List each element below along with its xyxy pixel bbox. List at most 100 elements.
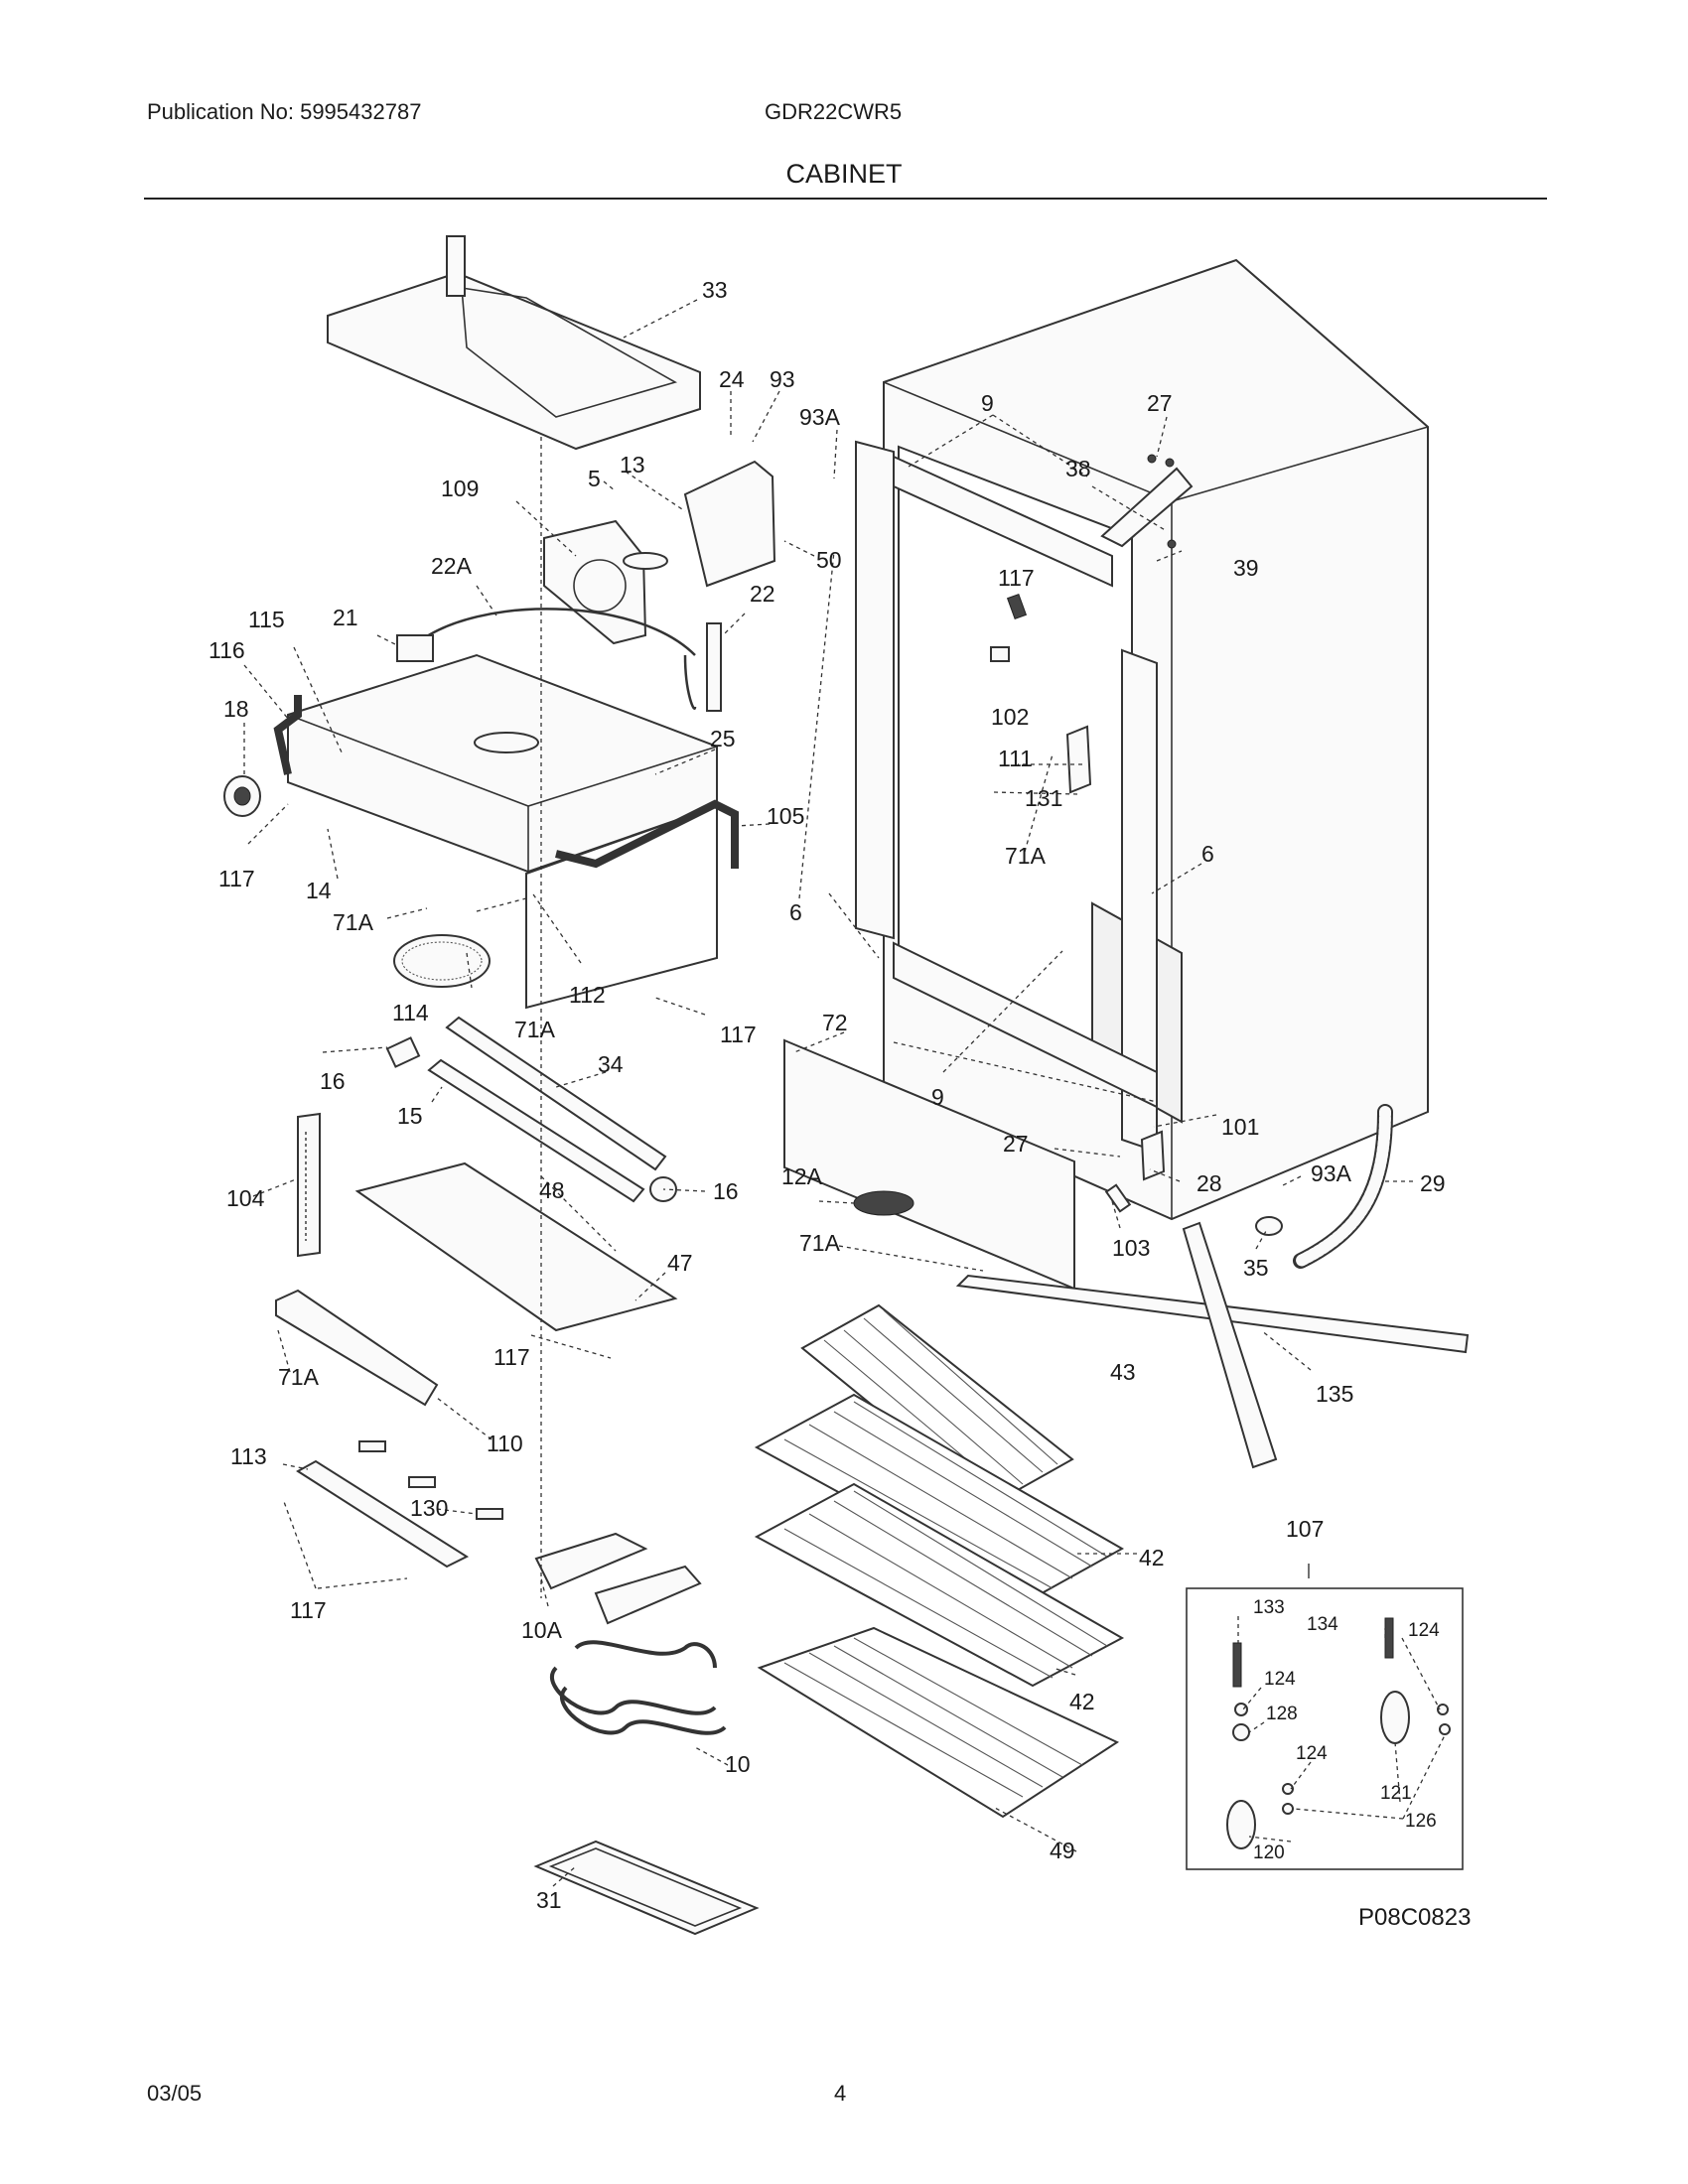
callout-131: 131 <box>1025 785 1062 811</box>
callout-16: 16 <box>320 1068 346 1094</box>
callout-71a: 71A <box>333 909 374 935</box>
drain-tube <box>223 695 739 869</box>
callout-104: 104 <box>226 1185 265 1211</box>
callout-135: 135 <box>1316 1381 1353 1407</box>
callout-101: 101 <box>1221 1114 1259 1140</box>
callout-34: 34 <box>598 1051 624 1077</box>
callout-124: 124 <box>1264 1669 1296 1690</box>
callout-27: 27 <box>1147 390 1173 416</box>
thermostat-control <box>297 1112 321 1258</box>
callout-71a: 71A <box>799 1230 841 1256</box>
callout-102: 102 <box>991 704 1029 730</box>
callout-117: 117 <box>218 866 255 891</box>
kick-plate <box>783 1038 1075 1291</box>
callout-113: 113 <box>230 1443 267 1469</box>
evaporator-cover <box>354 1161 678 1332</box>
callout-labels: 33 24 93 93A 9 27 109 5 13 50 38 39 22A … <box>209 277 1446 1913</box>
door-gasket <box>855 440 1158 1154</box>
callout-22: 22 <box>750 581 775 607</box>
callout-42: 42 <box>1069 1689 1095 1714</box>
defrost-heater-tubes <box>385 1016 677 1203</box>
grille <box>393 934 491 988</box>
publication-number: Publication No: 5995432787 <box>147 99 422 124</box>
leader-lines <box>243 299 1446 1887</box>
callout-21: 21 <box>333 605 358 630</box>
fan-bracket <box>543 460 776 645</box>
callout-124: 124 <box>1296 1743 1328 1764</box>
callout-117: 117 <box>493 1344 530 1370</box>
evaporator-housing <box>287 653 718 1010</box>
callout-117: 117 <box>720 1022 757 1047</box>
callout-24: 24 <box>719 366 745 392</box>
top-hinge <box>1100 454 1194 549</box>
callout-42: 42 <box>1139 1545 1165 1570</box>
callout-28: 28 <box>1196 1170 1222 1196</box>
callout-12a: 12A <box>781 1163 823 1189</box>
callout-5: 5 <box>588 466 601 491</box>
callout-93a: 93A <box>1311 1160 1352 1186</box>
shelf-support <box>296 1440 503 1569</box>
drain-hose <box>1255 1104 1393 1269</box>
callout-9: 9 <box>981 390 994 416</box>
lower-hinge <box>1104 1130 1166 1213</box>
callout-128: 128 <box>1266 1704 1298 1724</box>
callout-107: 107 <box>1286 1516 1324 1542</box>
callout-121: 121 <box>1380 1783 1412 1804</box>
callout-10: 10 <box>725 1751 751 1777</box>
callout-71a: 71A <box>278 1364 320 1390</box>
callout-130: 130 <box>410 1495 448 1521</box>
callout-22a: 22A <box>431 553 473 579</box>
callout-103: 103 <box>1112 1235 1150 1261</box>
callout-38: 38 <box>1065 456 1091 481</box>
callout-111: 111 <box>998 746 1033 771</box>
callout-120: 120 <box>1253 1843 1285 1863</box>
callout-93: 93 <box>770 366 795 392</box>
callout-9: 9 <box>931 1084 944 1110</box>
caster-kit-box <box>1186 1587 1464 1870</box>
callout-25: 25 <box>710 726 736 751</box>
light-assembly <box>275 1289 439 1407</box>
callout-33: 33 <box>702 277 728 303</box>
callout-112: 112 <box>569 982 606 1008</box>
callout-93a: 93A <box>799 404 841 430</box>
top-cover <box>327 235 701 451</box>
callout-6: 6 <box>789 899 802 925</box>
callout-6: 6 <box>1201 841 1214 867</box>
callout-14: 14 <box>306 878 332 903</box>
callout-134: 134 <box>1307 1614 1338 1635</box>
callout-49: 49 <box>1050 1838 1075 1863</box>
callout-47: 47 <box>667 1250 693 1276</box>
callout-71a: 71A <box>1005 843 1047 869</box>
callout-114: 114 <box>392 1000 429 1025</box>
callout-39: 39 <box>1233 555 1259 581</box>
callout-31: 31 <box>536 1887 562 1913</box>
callout-71a: 71A <box>514 1017 556 1042</box>
figure-code: P08C0823 <box>1358 1904 1472 1931</box>
callout-27: 27 <box>1003 1131 1029 1157</box>
defrost-heater <box>534 1532 727 1735</box>
publication-date: 03/05 <box>147 2081 203 2106</box>
callout-43: 43 <box>1110 1359 1136 1385</box>
callout-50: 50 <box>816 547 842 573</box>
wiring-harness <box>396 608 722 712</box>
callout-48: 48 <box>539 1177 565 1203</box>
leveling-bars <box>955 1221 1470 1469</box>
callout-35: 35 <box>1243 1255 1269 1281</box>
callout-109: 109 <box>441 476 479 501</box>
callout-117: 117 <box>998 565 1035 591</box>
callout-124: 124 <box>1408 1620 1440 1641</box>
drip-tray <box>533 1840 760 1936</box>
header-divider <box>144 198 1547 200</box>
callout-72: 72 <box>822 1010 848 1035</box>
callout-133: 133 <box>1253 1597 1285 1618</box>
callout-18: 18 <box>223 696 249 722</box>
callout-115: 115 <box>248 607 285 632</box>
callout-29: 29 <box>1420 1170 1446 1196</box>
section-title: CABINET <box>785 159 903 189</box>
callout-15: 15 <box>397 1103 423 1129</box>
page-number: 4 <box>834 2081 847 2106</box>
hinge-hardware <box>990 593 1092 794</box>
callout-16: 16 <box>713 1178 739 1204</box>
wire-basket <box>757 1626 1120 1819</box>
